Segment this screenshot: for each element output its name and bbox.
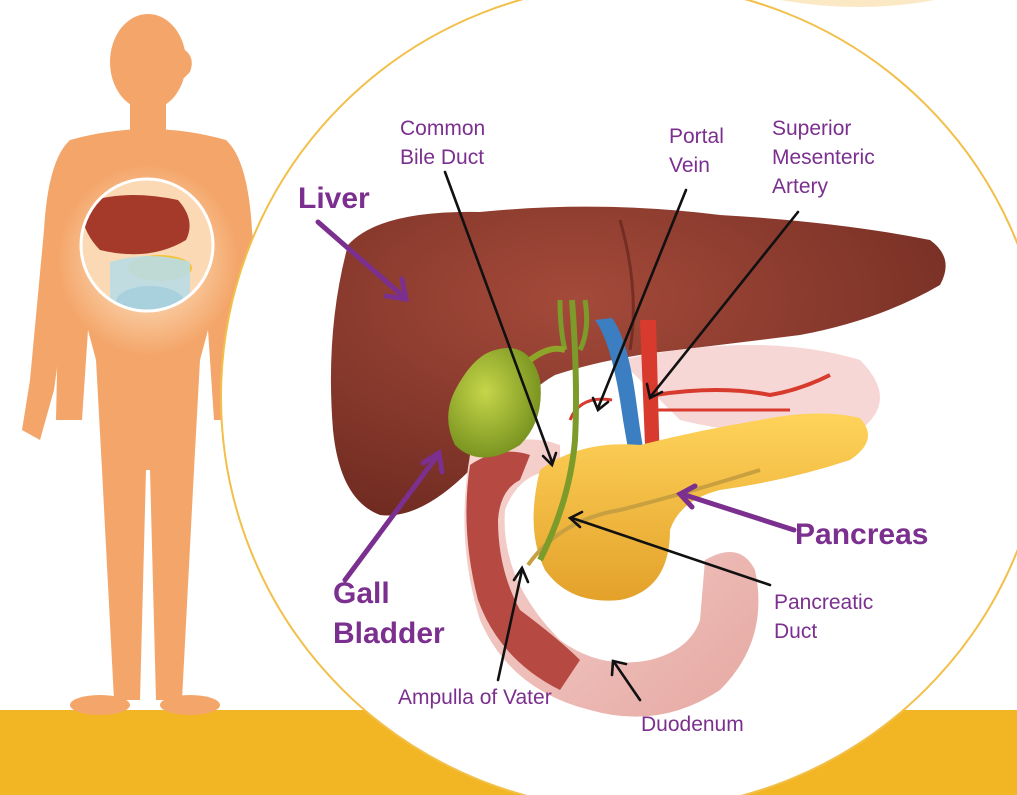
label-pancreas: Pancreas	[795, 518, 928, 551]
top-arc-decoration	[780, 0, 935, 7]
label-duodenum: Duodenum	[641, 713, 744, 736]
label-ampulla-of-vater: Ampulla of Vater	[398, 686, 552, 709]
label-liver: Liver	[298, 182, 370, 215]
